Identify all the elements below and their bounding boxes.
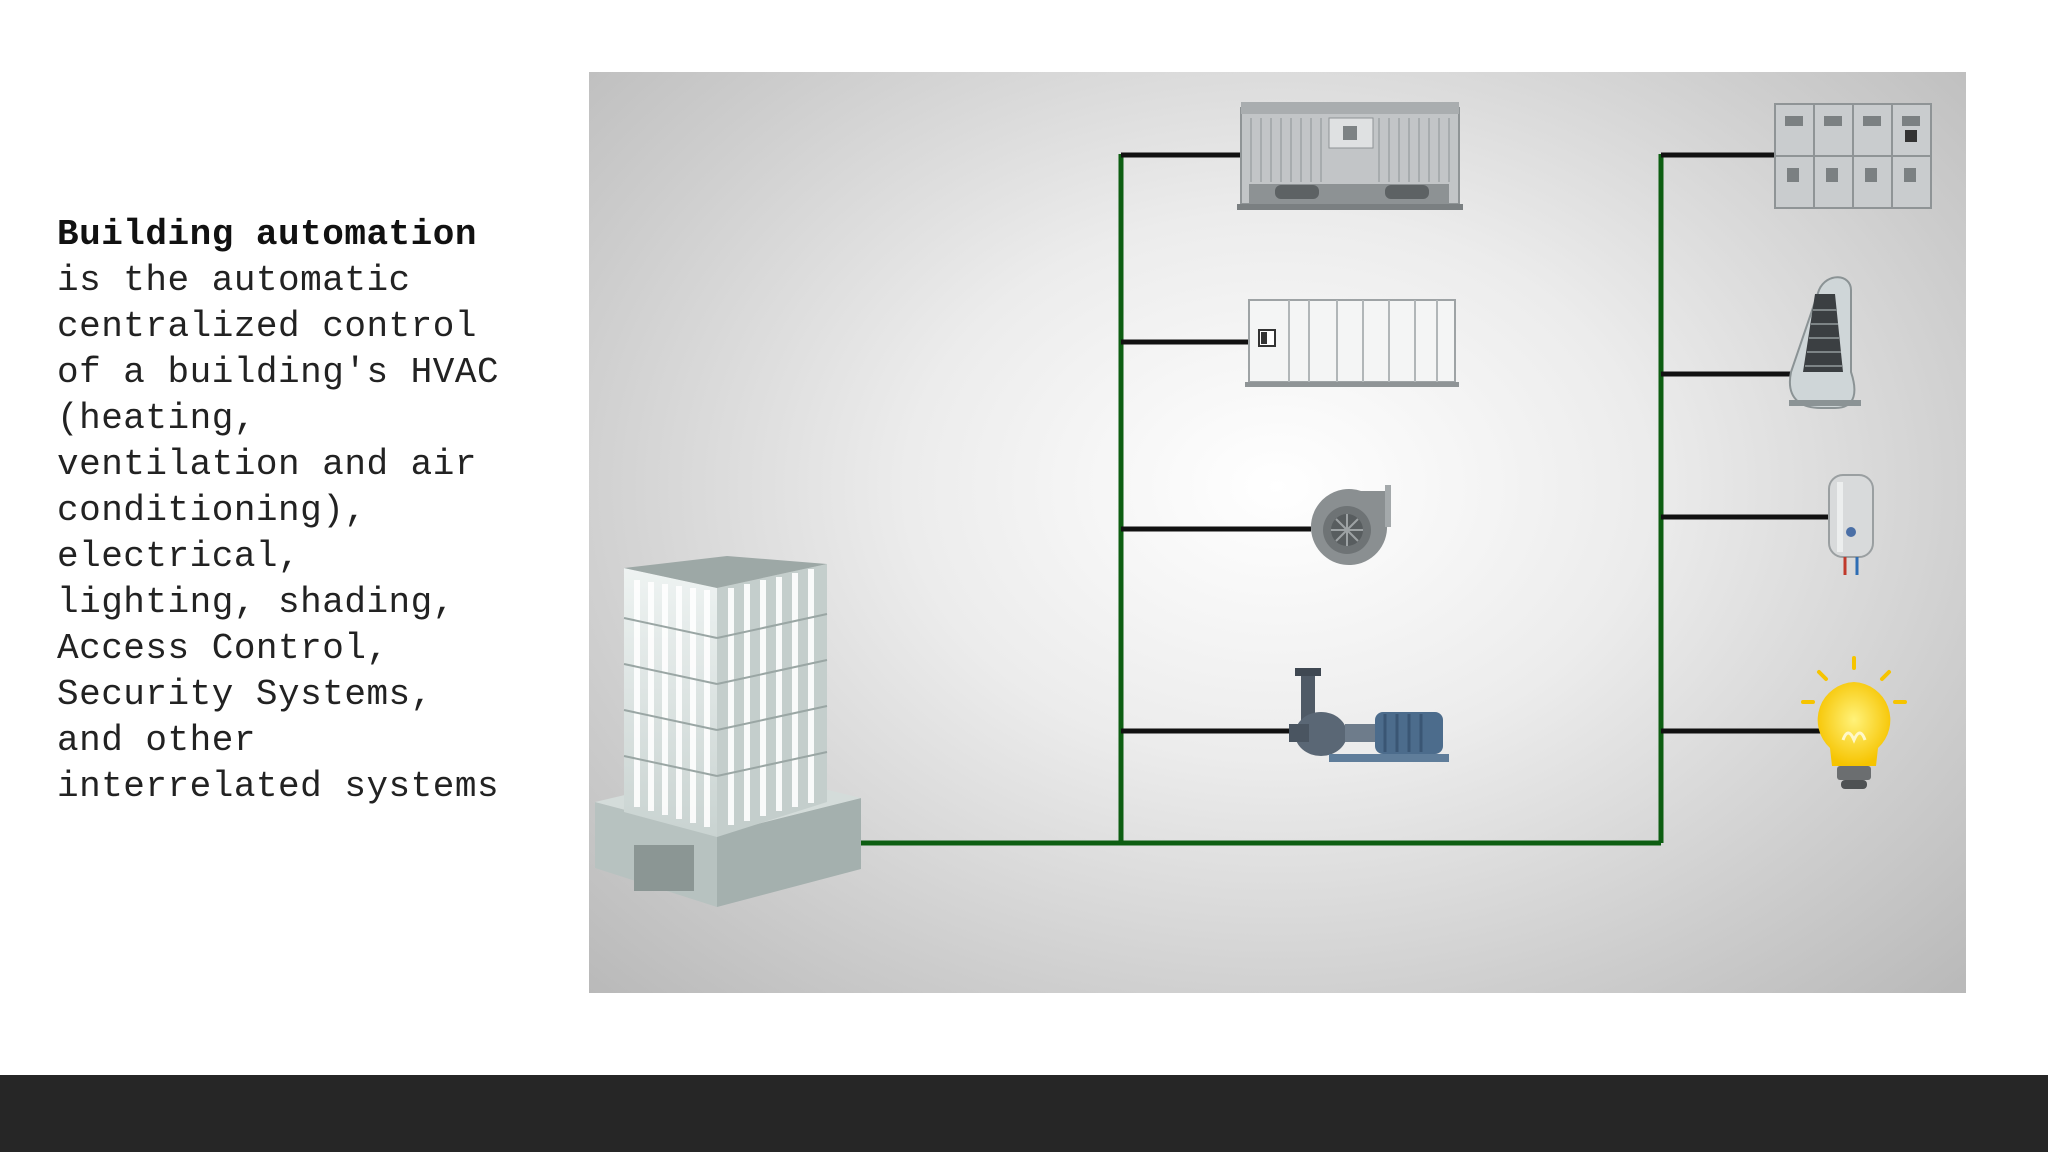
- chiller-unit-icon: [1237, 102, 1463, 210]
- centrifugal-fan-icon: [1310, 485, 1391, 566]
- office-building-icon: [595, 556, 861, 907]
- intro-body: is the automatic centralized control of …: [57, 260, 500, 807]
- branch-connectors: [1121, 152, 1832, 734]
- intro-text: Building automation is the automatic cent…: [57, 212, 577, 810]
- water-pump-icon: [1289, 668, 1449, 762]
- escalator-icon: [1788, 276, 1861, 409]
- network-bus: [827, 154, 1664, 846]
- electrical-switchgear-icon: [1774, 103, 1932, 209]
- air-handling-unit-icon: [1245, 299, 1459, 387]
- building-automation-diagram: [589, 72, 1966, 993]
- light-bulb-icon: [1801, 656, 1907, 789]
- water-heater-icon: [1828, 474, 1874, 575]
- intro-term: Building automation: [57, 214, 477, 255]
- bottom-bar: [0, 1075, 2048, 1152]
